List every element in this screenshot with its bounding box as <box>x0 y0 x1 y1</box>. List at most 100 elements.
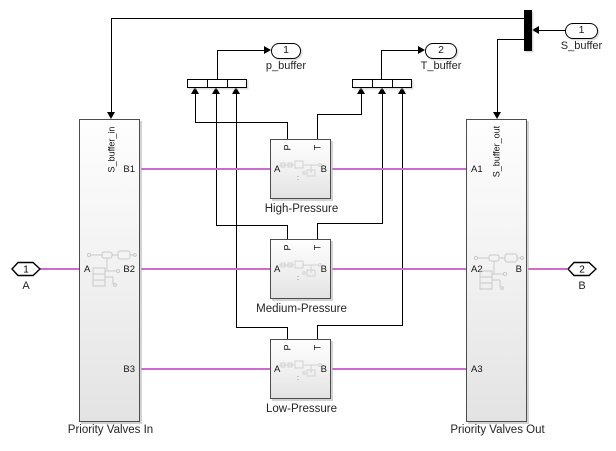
port-label-t: T <box>312 244 322 251</box>
block-label-low-pressure: Low-Pressure <box>266 403 337 415</box>
signal-line <box>286 122 288 139</box>
outport-p-buffer[interactable]: 1 <box>271 43 301 59</box>
mux-divider <box>227 80 229 87</box>
port-label-s-buffer-out: S_buffer_out <box>491 125 502 178</box>
mux-p-buffer[interactable] <box>187 79 247 88</box>
port-label-p: P <box>282 344 292 351</box>
block-label-medium-pressure: Medium-Pressure <box>256 303 347 315</box>
valve-schematic-icon <box>473 253 524 290</box>
arrowhead-into-p-buffer <box>264 46 271 54</box>
port-label-p: P <box>282 244 292 251</box>
block-high-pressure[interactable]: P T A B High-Pressure <box>265 139 338 215</box>
physical-connection-b1 <box>141 168 270 170</box>
signal-line <box>538 29 565 31</box>
signal-line <box>496 39 498 113</box>
inport-s-buffer-label: S_buffer <box>560 40 603 52</box>
signal-line <box>316 114 318 139</box>
arrowhead-mux-input <box>398 87 406 94</box>
arrowhead-into-t-buffer <box>418 46 425 54</box>
signal-line <box>380 49 419 51</box>
arrowhead-into-s-buffer-out <box>493 112 501 119</box>
physical-connection-b-out <box>528 268 567 270</box>
signal-line <box>216 49 265 51</box>
block-medium-pressure[interactable]: P T A B Medium-Pressure <box>256 239 347 315</box>
valve-schematic-icon <box>279 360 322 380</box>
outport-p-buffer-label: p_buffer <box>265 60 307 72</box>
demux-s-buffer-bar[interactable] <box>524 10 532 51</box>
signal-line <box>110 18 112 113</box>
inport-s-buffer[interactable]: 1 <box>565 23 598 39</box>
physical-connection-a3 <box>332 368 466 370</box>
block-low-pressure[interactable]: P T A B Low-Pressure <box>266 339 337 415</box>
signal-line <box>381 92 383 224</box>
signal-line <box>360 92 362 115</box>
signal-line <box>216 50 218 80</box>
port-label-t: T <box>312 144 322 151</box>
physical-connection-a2 <box>332 268 466 270</box>
outport-b-label: B <box>578 280 586 292</box>
inport-a-hex[interactable]: 1 <box>11 261 41 277</box>
arrowhead-into-bus-bar <box>532 26 539 34</box>
port-label-b2: B2 <box>123 264 135 275</box>
block-priority-valves-in[interactable]: S_buffer_in B1 A B2 B3 Priority Valves I… <box>68 119 153 436</box>
mux-divider <box>207 80 209 87</box>
signal-line <box>286 225 288 239</box>
physical-connection-a-in <box>40 268 79 270</box>
valve-schematic-icon <box>279 160 322 180</box>
arrowhead-mux-input <box>232 87 240 94</box>
port-label-a: A <box>274 364 281 375</box>
signal-line <box>497 38 525 40</box>
valve-schematic-icon <box>279 260 322 280</box>
port-label-b: B <box>320 364 327 375</box>
svg-text:1: 1 <box>23 265 29 276</box>
port-label-a: A <box>274 264 281 275</box>
port-label-a1: A1 <box>471 164 483 175</box>
signal-line <box>235 326 288 328</box>
port-label-s-buffer-in: S_buffer_in <box>106 126 117 173</box>
signal-line <box>380 50 382 80</box>
inport-a-label: A <box>22 280 30 292</box>
port-label-a2: A2 <box>471 264 483 275</box>
mux-divider <box>372 80 374 87</box>
outport-t-buffer[interactable]: 2 <box>425 43 457 59</box>
block-label-priority-valves-in: Priority Valves In <box>67 424 154 436</box>
port-label-b: B <box>515 264 522 275</box>
port-label-a3: A3 <box>471 364 483 375</box>
port-label-t: T <box>312 344 322 351</box>
signal-line <box>316 324 403 326</box>
signal-line <box>316 325 318 339</box>
arrowhead-mux-input <box>378 87 386 94</box>
arrowhead-mux-input <box>357 87 365 94</box>
arrowhead-mux-input <box>212 87 220 94</box>
port-label-b3: B3 <box>123 364 135 375</box>
block-priority-valves-out[interactable]: S_buffer_out A1 A2 B A3 Priority Valves … <box>450 119 545 436</box>
signal-line <box>235 92 237 328</box>
port-label-a: A <box>84 264 91 275</box>
block-label-priority-valves-out: Priority Valves Out <box>450 424 545 436</box>
physical-connection-b2 <box>141 268 270 270</box>
signal-line <box>215 224 288 226</box>
port-label-a: A <box>274 164 281 175</box>
outport-b-hex[interactable]: 2 <box>567 261 597 277</box>
svg-text:2: 2 <box>579 265 585 276</box>
signal-line <box>401 92 403 326</box>
port-label-b: B <box>320 264 327 275</box>
signal-line <box>194 121 288 123</box>
signal-line <box>316 223 318 239</box>
signal-line <box>215 92 217 226</box>
port-label-b: B <box>320 164 327 175</box>
signal-line <box>286 327 288 339</box>
signal-line <box>194 92 196 123</box>
signal-line <box>316 222 383 224</box>
outport-t-buffer-label: T_buffer <box>420 60 462 72</box>
signal-line <box>110 17 526 19</box>
port-label-p: P <box>282 144 292 151</box>
port-label-b1: B1 <box>123 164 135 175</box>
mux-t-buffer[interactable] <box>352 79 412 88</box>
physical-connection-a1 <box>332 168 466 170</box>
valve-schematic-icon <box>86 250 137 287</box>
signal-line <box>316 113 362 115</box>
physical-connection-b3 <box>141 368 270 370</box>
arrowhead-into-s-buffer-in <box>107 112 115 119</box>
